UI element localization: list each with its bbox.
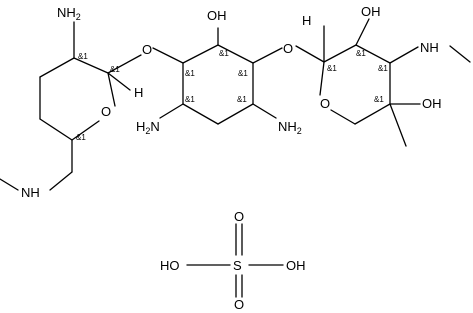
stereo-label: &1	[185, 69, 195, 78]
ether-oxygen-right: O	[283, 41, 293, 56]
stereo-label: &1	[110, 65, 120, 74]
amino-label-left: NH2	[57, 5, 81, 22]
stereo-label: &1	[78, 52, 88, 61]
amino-label-center-right: NH2	[278, 119, 302, 136]
stereo-label: &1	[185, 95, 195, 104]
stereo-label: &1	[238, 69, 248, 78]
stereo-label: &1	[378, 64, 388, 73]
sulfate-group	[186, 223, 284, 298]
hydrogen-label-left: H	[134, 85, 143, 100]
amino-label-center-left: H2N	[136, 119, 160, 136]
stereo-label: &1	[374, 95, 384, 104]
right-sugar-ring	[295, 18, 471, 147]
sulfate-hydroxyl-right: OH	[286, 258, 306, 273]
methylamino-label-left: NH	[21, 185, 40, 200]
sulfate-hydroxyl-left: HO	[160, 258, 180, 273]
hydroxyl-label-lower-right: OH	[422, 96, 442, 111]
left-sugar-ring	[0, 21, 142, 191]
methylamino-label-right: NH	[420, 40, 439, 55]
sulfate-oxygen-top: O	[234, 209, 244, 224]
stereo-label: &1	[76, 133, 86, 142]
stereo-label: &1	[356, 49, 366, 58]
hydrogen-label-right: H	[302, 13, 311, 28]
ether-oxygen-left: O	[142, 42, 152, 57]
sulfate-oxygen-bottom: O	[234, 297, 244, 312]
hydroxyl-label-top: OH	[207, 8, 227, 23]
hydroxyl-label-right: OH	[361, 4, 381, 19]
stereo-label: &1	[327, 64, 337, 73]
ring-oxygen-right: O	[320, 96, 330, 111]
central-ring	[152, 27, 283, 125]
ring-oxygen-left: O	[101, 104, 111, 119]
stereo-label: &1	[219, 49, 229, 58]
sulfur-label: S	[233, 258, 242, 273]
stereo-label: &1	[237, 95, 247, 104]
